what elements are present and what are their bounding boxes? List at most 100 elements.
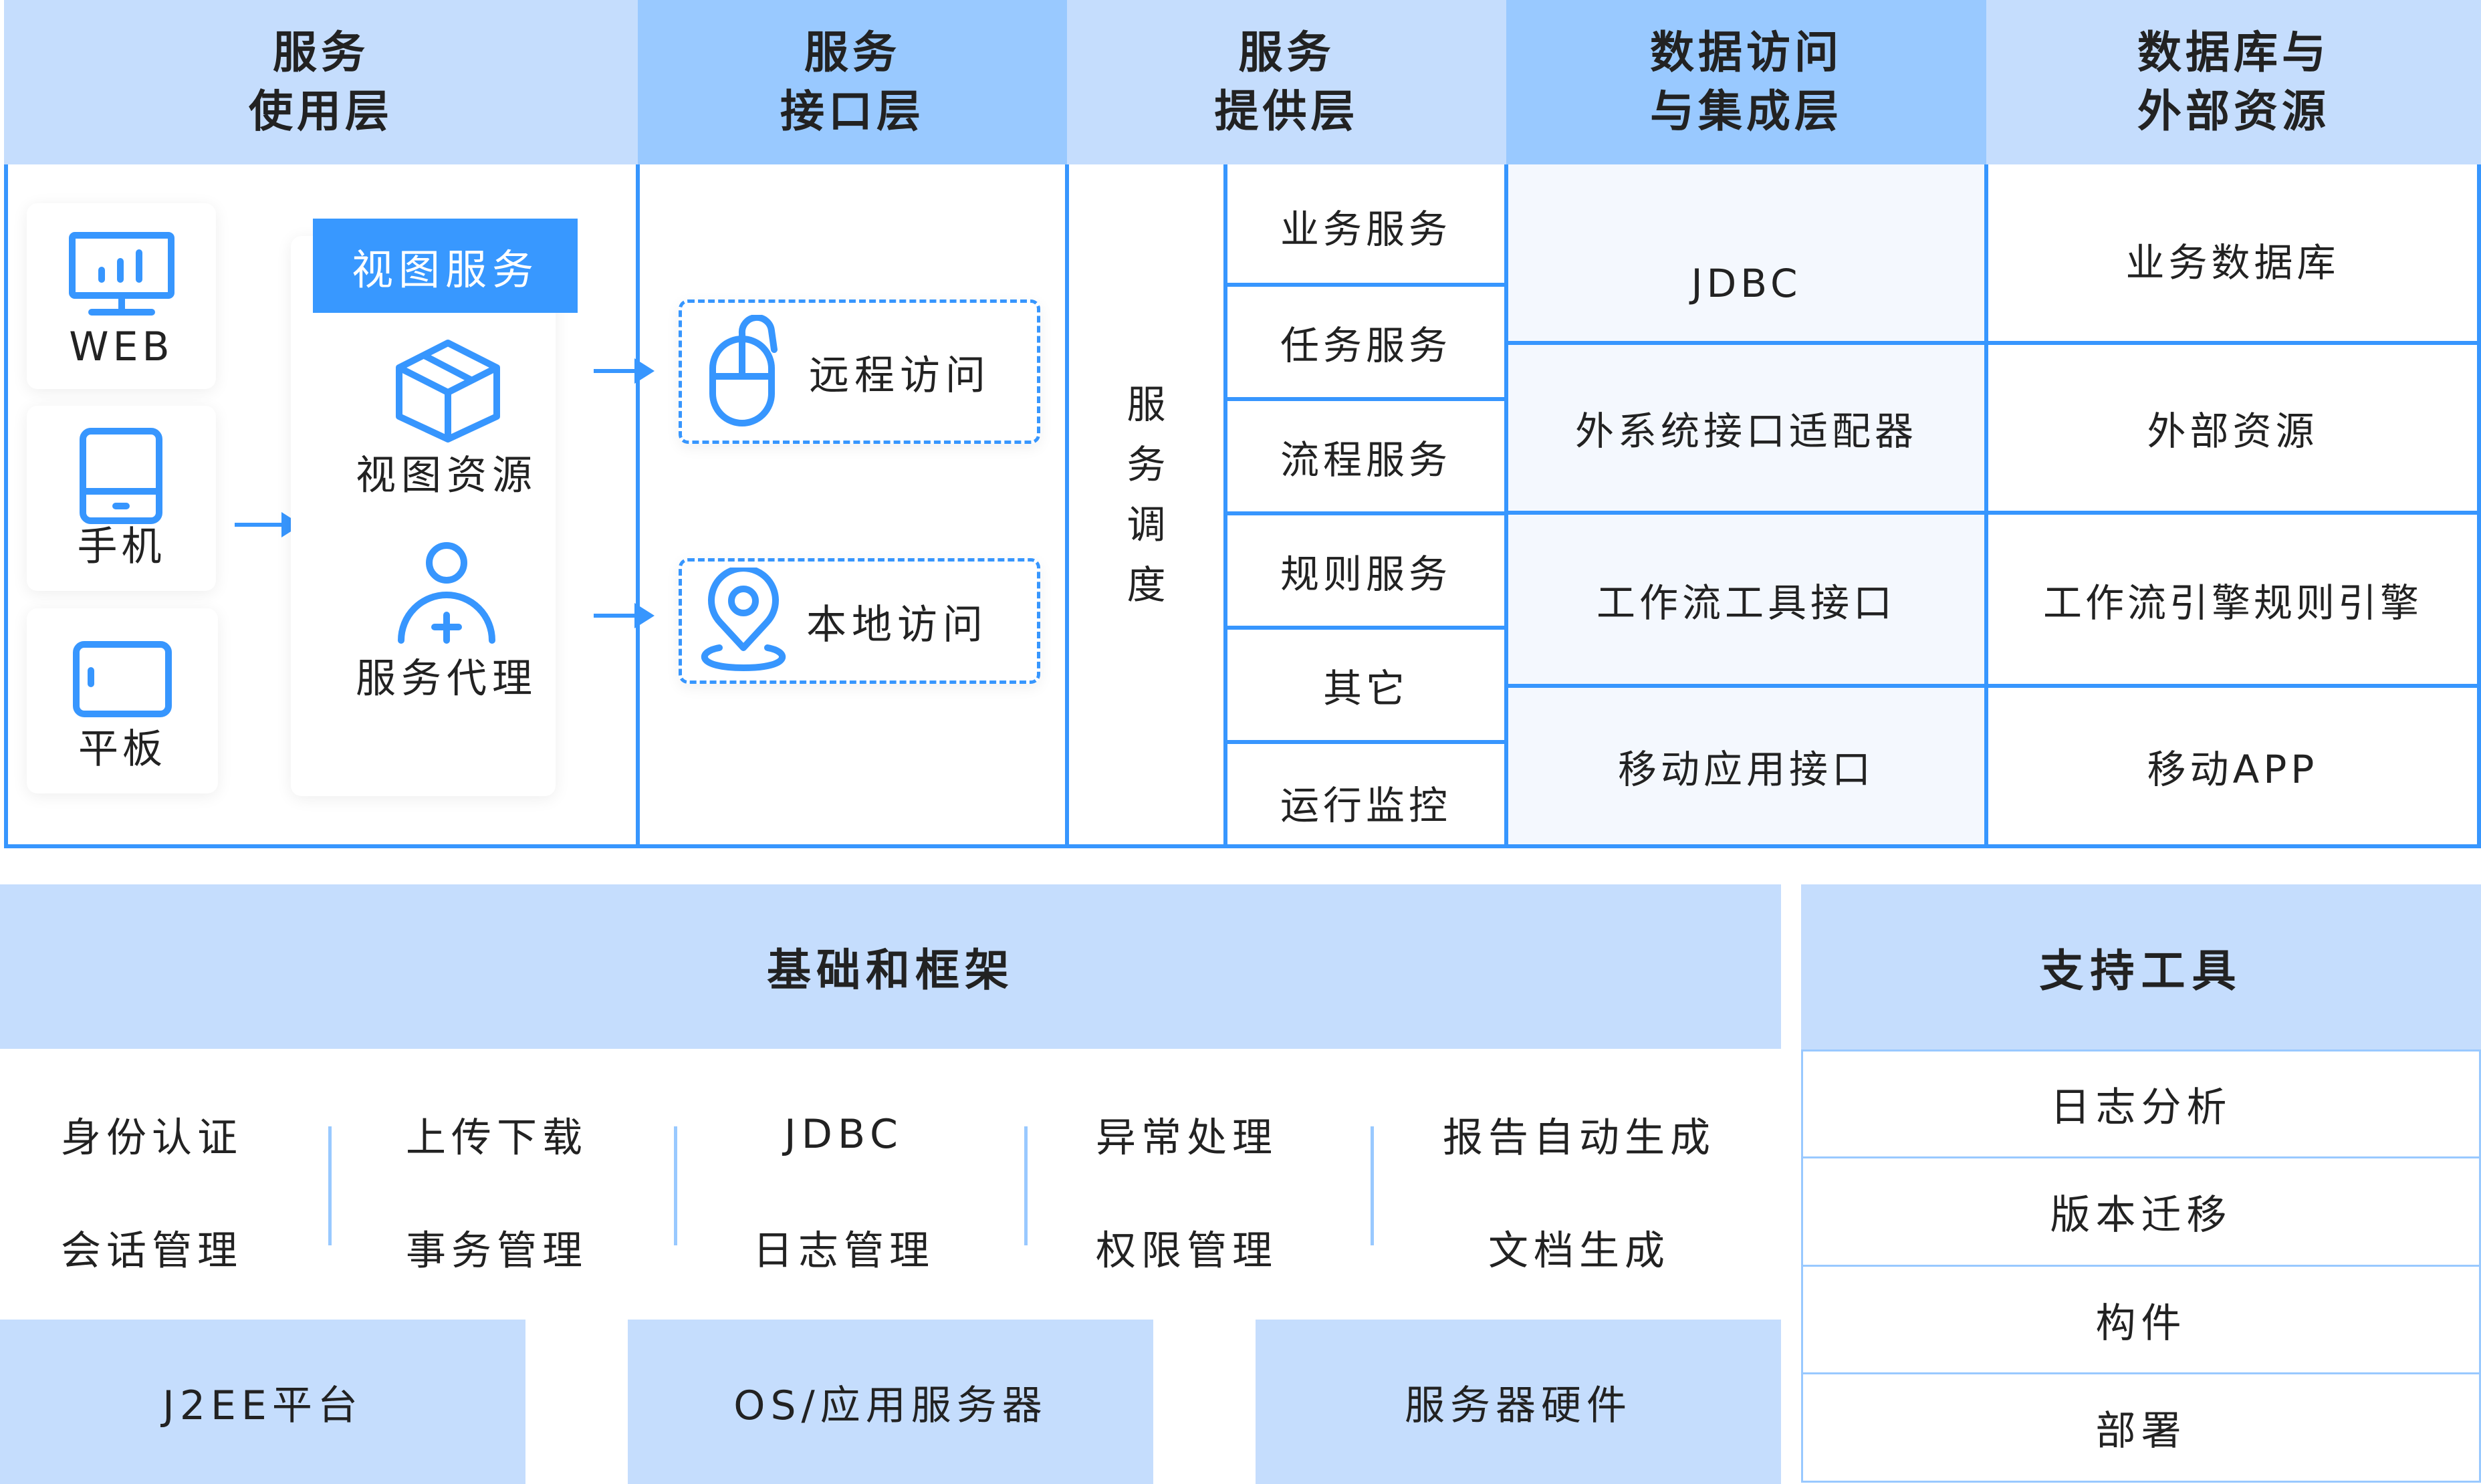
device-card-tablet[interactable]: 平板: [27, 608, 218, 793]
row-line: [1223, 283, 1506, 287]
service-rule[interactable]: 规则服务: [1280, 551, 1451, 597]
location-pin-icon: [701, 568, 786, 672]
arrow-devices-to-view-service: [235, 512, 302, 537]
header-usage-line2: 使用层: [249, 86, 393, 137]
foundation-separator: [328, 1126, 332, 1245]
foundation-item: 权限管理: [1096, 1227, 1278, 1275]
service-process[interactable]: 流程服务: [1280, 437, 1451, 483]
tool-deploy[interactable]: 部署: [1801, 1374, 2481, 1483]
view-service-tag-label: 视图服务: [351, 245, 539, 294]
foundation-item: 日志管理: [753, 1227, 935, 1275]
header-interface-layer: 服务 接口层: [638, 0, 1067, 164]
resource-mobile-app[interactable]: 移动APP: [2147, 747, 2319, 792]
foundation-title: 基础和框架: [767, 945, 1014, 996]
divider-provide-data: [1504, 164, 1508, 846]
platform-os-app-server: OS/应用服务器: [628, 1320, 1153, 1484]
data-workflow-tool-interface[interactable]: 工作流工具接口: [1596, 580, 1896, 626]
view-service-card[interactable]: [291, 236, 556, 796]
header-data-line1: 数据访问: [1650, 27, 1843, 78]
tool-label: 日志分析: [2050, 1084, 2232, 1131]
local-access-label: 本地访问: [806, 601, 988, 648]
scheduler-char: 度: [1127, 562, 1166, 608]
divider-data-resource: [1984, 164, 1988, 846]
arrow-to-local-access: [594, 603, 655, 628]
foundation-separator: [674, 1126, 677, 1245]
header-usage-layer: 服务 使用层: [4, 0, 638, 164]
platform-j2ee: J2EE平台: [0, 1320, 525, 1484]
device-label-web: WEB: [69, 324, 174, 370]
header-data-layer: 数据访问 与集成层: [1506, 0, 1986, 164]
service-monitor[interactable]: 运行监控: [1280, 783, 1451, 828]
view-resource-label: 视图资源: [356, 452, 538, 499]
header-resource-line2: 外部资源: [2137, 86, 2330, 137]
foundation-item: 异常处理: [1096, 1114, 1278, 1162]
device-card-phone[interactable]: 手机: [27, 406, 216, 591]
platform-server-hardware: 服务器硬件: [1256, 1320, 1781, 1484]
tool-label: 构件: [2095, 1300, 2187, 1347]
row-line: [1223, 740, 1506, 744]
tools-title: 支持工具: [2039, 945, 2243, 997]
data-jdbc[interactable]: JDBC: [1691, 261, 1802, 306]
device-label-tablet: 平板: [78, 726, 166, 773]
tablet-icon: [73, 641, 172, 717]
header-interface-line2: 接口层: [780, 86, 925, 137]
resource-workflow-rule-engine[interactable]: 工作流引擎规则引擎: [2042, 580, 2422, 626]
resource-external[interactable]: 外部资源: [2147, 408, 2319, 454]
scheduler-char: 服: [1127, 382, 1166, 427]
view-service-tag: 视图服务: [313, 219, 578, 313]
foundation-item: JDBC: [784, 1111, 903, 1158]
tool-component[interactable]: 构件: [1801, 1267, 2481, 1374]
mouse-icon: [709, 315, 778, 426]
header-usage-line1: 服务: [273, 27, 369, 78]
foundation-item: 文档生成: [1488, 1227, 1670, 1275]
foundation-separator: [1024, 1126, 1028, 1245]
platform-label: OS/应用服务器: [733, 1382, 1048, 1429]
row-line: [1223, 511, 1506, 515]
monitor-chart-icon: [69, 232, 174, 316]
divider-interface-provide: [1065, 164, 1069, 846]
foundation-separator: [1371, 1126, 1374, 1245]
row-line: [1223, 626, 1506, 630]
phone-icon: [80, 428, 162, 524]
remote-access-box[interactable]: 远程访问: [679, 299, 1040, 444]
header-data-line2: 与集成层: [1650, 86, 1843, 137]
device-card-web[interactable]: WEB: [27, 203, 216, 389]
service-scheduler: 服 务 调 度: [1069, 374, 1223, 615]
local-access-box[interactable]: 本地访问: [679, 558, 1040, 684]
border-left: [4, 164, 8, 848]
foundation-item: 报告自动生成: [1443, 1114, 1716, 1162]
header-resource-line1: 数据库与: [2137, 27, 2330, 78]
data-mobile-interface[interactable]: 移动应用接口: [1617, 747, 1875, 792]
foundation-item: 上传下载: [406, 1114, 588, 1162]
border-right: [2477, 164, 2481, 848]
service-task[interactable]: 任务服务: [1280, 322, 1451, 368]
service-business[interactable]: 业务服务: [1280, 206, 1451, 252]
foundation-item: 会话管理: [61, 1227, 243, 1275]
divider-scheduler-services: [1223, 164, 1227, 846]
row-line: [1504, 684, 2481, 688]
row-line: [1504, 511, 2481, 515]
row-line: [1223, 397, 1506, 401]
service-proxy-label: 服务代理: [356, 655, 538, 703]
header-provide-line2: 提供层: [1214, 86, 1359, 137]
arrow-to-remote-access: [594, 358, 655, 384]
box-icon: [396, 340, 500, 443]
user-add-icon: [398, 542, 495, 644]
header-resource-layer: 数据库与 外部资源: [1986, 0, 2481, 164]
device-label-phone: 手机: [77, 523, 166, 570]
tool-log-analysis[interactable]: 日志分析: [1801, 1049, 2481, 1158]
border-bottom: [4, 844, 2481, 848]
header-provide-layer: 服务 提供层: [1067, 0, 1506, 164]
header-provide-line1: 服务: [1238, 27, 1335, 78]
data-layer-background: [1506, 164, 1986, 844]
scheduler-char: 务: [1127, 442, 1166, 487]
service-other[interactable]: 其它: [1322, 665, 1409, 711]
foundation-header: 基础和框架: [0, 884, 1781, 1049]
foundation-item: 身份认证: [61, 1114, 243, 1162]
resource-business-db[interactable]: 业务数据库: [2125, 240, 2340, 285]
remote-access-label: 远程访问: [809, 352, 991, 399]
foundation-item: 事务管理: [406, 1227, 588, 1275]
tool-label: 部署: [2095, 1408, 2187, 1455]
data-external-adapter[interactable]: 外系统接口适配器: [1574, 408, 1917, 454]
tool-version-migration[interactable]: 版本迁移: [1801, 1158, 2481, 1267]
